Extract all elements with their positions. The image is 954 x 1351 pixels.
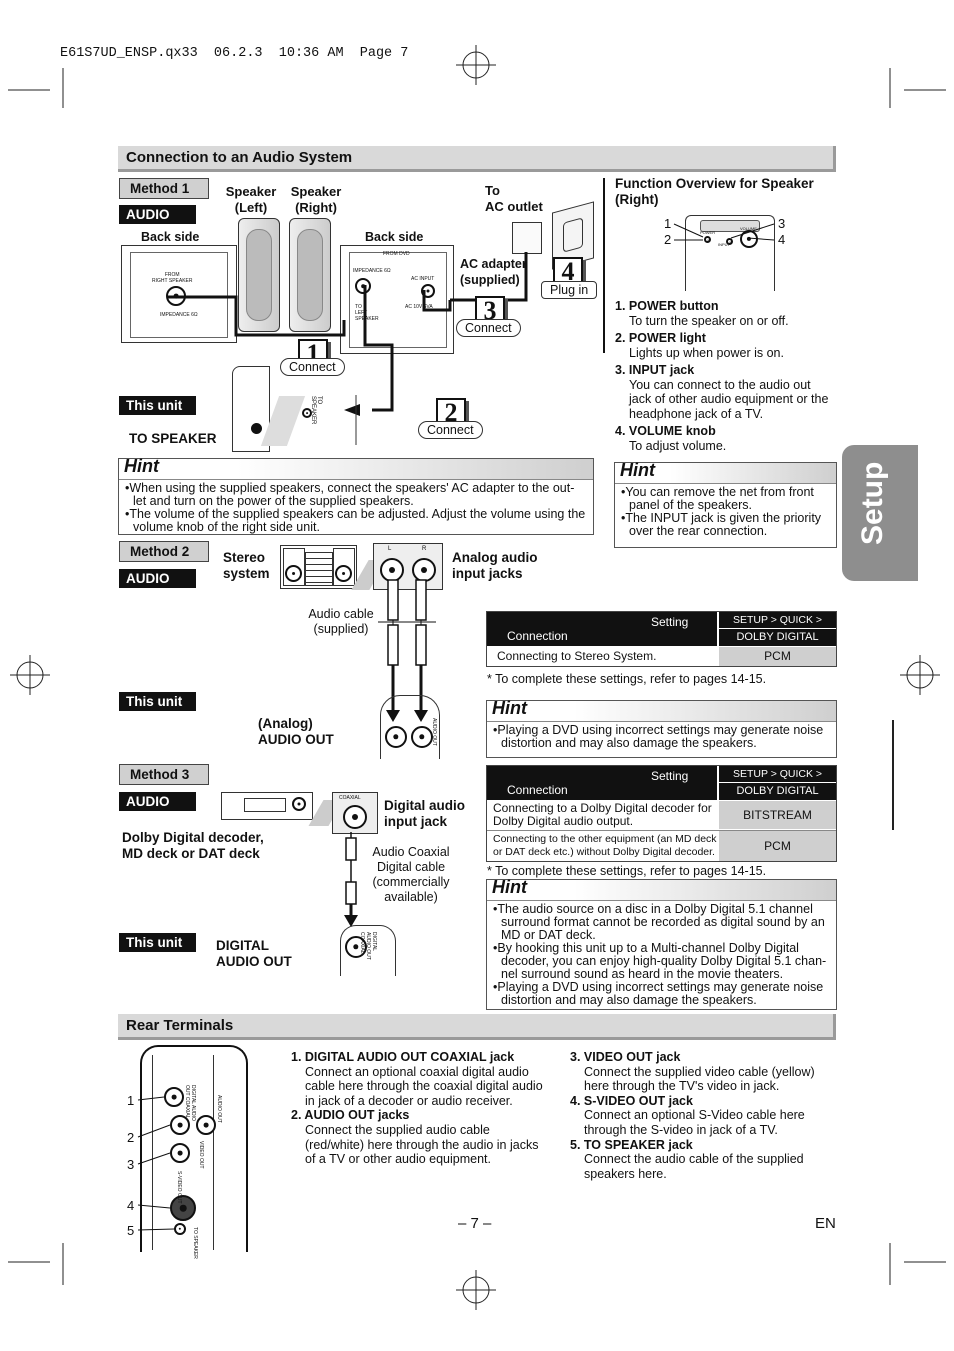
speaker-left	[238, 218, 280, 332]
decoder-label: Dolby Digital decoder, MD deck or DAT de…	[122, 830, 264, 861]
speaker-right-front-panel: POWER VOLUME INPUT	[685, 215, 775, 291]
section-title-rear-terminals: Rear Terminals	[118, 1014, 836, 1040]
unit-side-illustration-1	[232, 366, 270, 452]
audio-tag-3: AUDIO	[119, 792, 196, 811]
rear-terminals-list-right: 3. VIDEO OUT jack Connect the supplied v…	[570, 1050, 815, 1181]
input-jack-icon	[726, 238, 733, 245]
back-side-left-label: Back side	[141, 230, 200, 244]
unit-digital-out-zoom: DIGITAL AUDIO OUT COAXIAL	[340, 925, 396, 976]
to-speaker-rear-jack	[174, 1223, 186, 1235]
rear-panel-illustration: DIGITAL AUDIO OUT COAXIAL AUDIO OUT VIDE…	[140, 1045, 250, 1259]
stereo-system-label: Stereo system	[223, 550, 270, 581]
hint-box-2: Hint •Playing a DVD using incorrect sett…	[486, 698, 837, 758]
analog-audio-out-label: (Analog) AUDIO OUT	[258, 716, 334, 747]
method-2-label: Method 2	[119, 541, 209, 562]
stereo-system-icon	[280, 545, 357, 589]
page-number: – 7 –	[458, 1215, 492, 1232]
setup-side-tab: Setup	[842, 445, 918, 581]
table1-note: * To complete these settings, refer to p…	[487, 672, 767, 686]
this-unit-tag-1: This unit	[119, 396, 196, 415]
audio-out-r-jack	[385, 726, 407, 748]
audio-out-l-rear-jack	[196, 1115, 216, 1135]
connect-label-2: Connect	[418, 421, 483, 439]
digital-input-label: Digital audio input jack	[384, 798, 465, 829]
connect-label-1: Connect	[280, 358, 345, 376]
this-unit-tag-2: This unit	[119, 692, 196, 711]
coax-cable-label: Audio Coaxial Digital cable (commerciall…	[372, 845, 450, 904]
ac-adapter-label: AC adapter (supplied)	[460, 257, 527, 287]
to-ac-outlet-label: To AC outlet	[485, 183, 543, 214]
language-code: EN	[815, 1215, 836, 1232]
power-button-icon	[704, 236, 711, 243]
audio-tag-2: AUDIO	[119, 569, 196, 588]
method-1-label: Method 1	[119, 178, 209, 199]
coaxial-input-jack	[343, 805, 367, 829]
method-3-label: Method 3	[119, 764, 209, 785]
video-out-jack	[170, 1143, 190, 1163]
this-unit-tag-3: This unit	[119, 933, 196, 952]
speaker-left-label: Speaker (Left)	[225, 184, 277, 215]
unit-audio-out-zoom: AUDIO OUT	[380, 695, 440, 759]
analog-input-jacks-zoom: L R	[373, 543, 443, 590]
audio-cable-label: Audio cable (supplied)	[308, 607, 374, 636]
setting-table-1: Setting Connection SETUP > QUICK > DOLBY…	[486, 611, 837, 667]
hint-box-1: Hint •When using the supplied speakers, …	[118, 456, 594, 535]
analog-input-label: Analog audio input jacks	[452, 550, 538, 581]
table2-note: * To complete these settings, refer to p…	[487, 864, 767, 878]
analog-input-l-jack	[380, 558, 404, 582]
back-side-right-label: Back side	[365, 230, 424, 244]
hint-box-right: Hint •You can remove the net from front …	[614, 460, 837, 548]
digital-out-jack	[345, 936, 367, 958]
section-title-audio-system: Connection to an Audio System	[118, 146, 836, 172]
function-overview-title: Function Overview for Speaker (Right)	[615, 176, 814, 207]
digital-audio-out-coaxial-jack	[164, 1087, 184, 1107]
audio-tag-1: AUDIO	[119, 205, 196, 224]
connect-label-3: Connect	[456, 319, 521, 337]
digital-audio-out-label: DIGITAL AUDIO OUT	[216, 938, 292, 969]
function-overview-list: 1. POWER button To turn the speaker on o…	[615, 299, 829, 453]
to-speaker-zoom: TO SPEAKER	[296, 396, 346, 446]
digital-input-jack-zoom: COAXIAL	[332, 792, 378, 834]
rear-terminals-list-left: 1. DIGITAL AUDIO OUT COAXIAL jack Connec…	[291, 1050, 543, 1167]
setting-table-2: Setting Connection SETUP > QUICK > DOLBY…	[486, 765, 837, 862]
plug-in-label: Plug in	[541, 281, 598, 299]
decoder-icon	[221, 792, 313, 820]
speaker-input-jack	[355, 278, 371, 294]
speaker-right-label: Speaker (Right)	[290, 184, 342, 215]
hint-box-3: Hint •The audio source on a disc in a Do…	[486, 877, 837, 1010]
audio-out-r-rear-jack	[170, 1115, 190, 1135]
s-video-out-jack	[170, 1195, 196, 1221]
speaker-right	[289, 218, 331, 332]
audio-out-l-jack	[411, 726, 433, 748]
file-header: E61S7UD_ENSP.qx33 06.2.3 10:36 AM Page 7	[60, 46, 409, 61]
to-speaker-label: TO SPEAKER	[129, 431, 217, 446]
